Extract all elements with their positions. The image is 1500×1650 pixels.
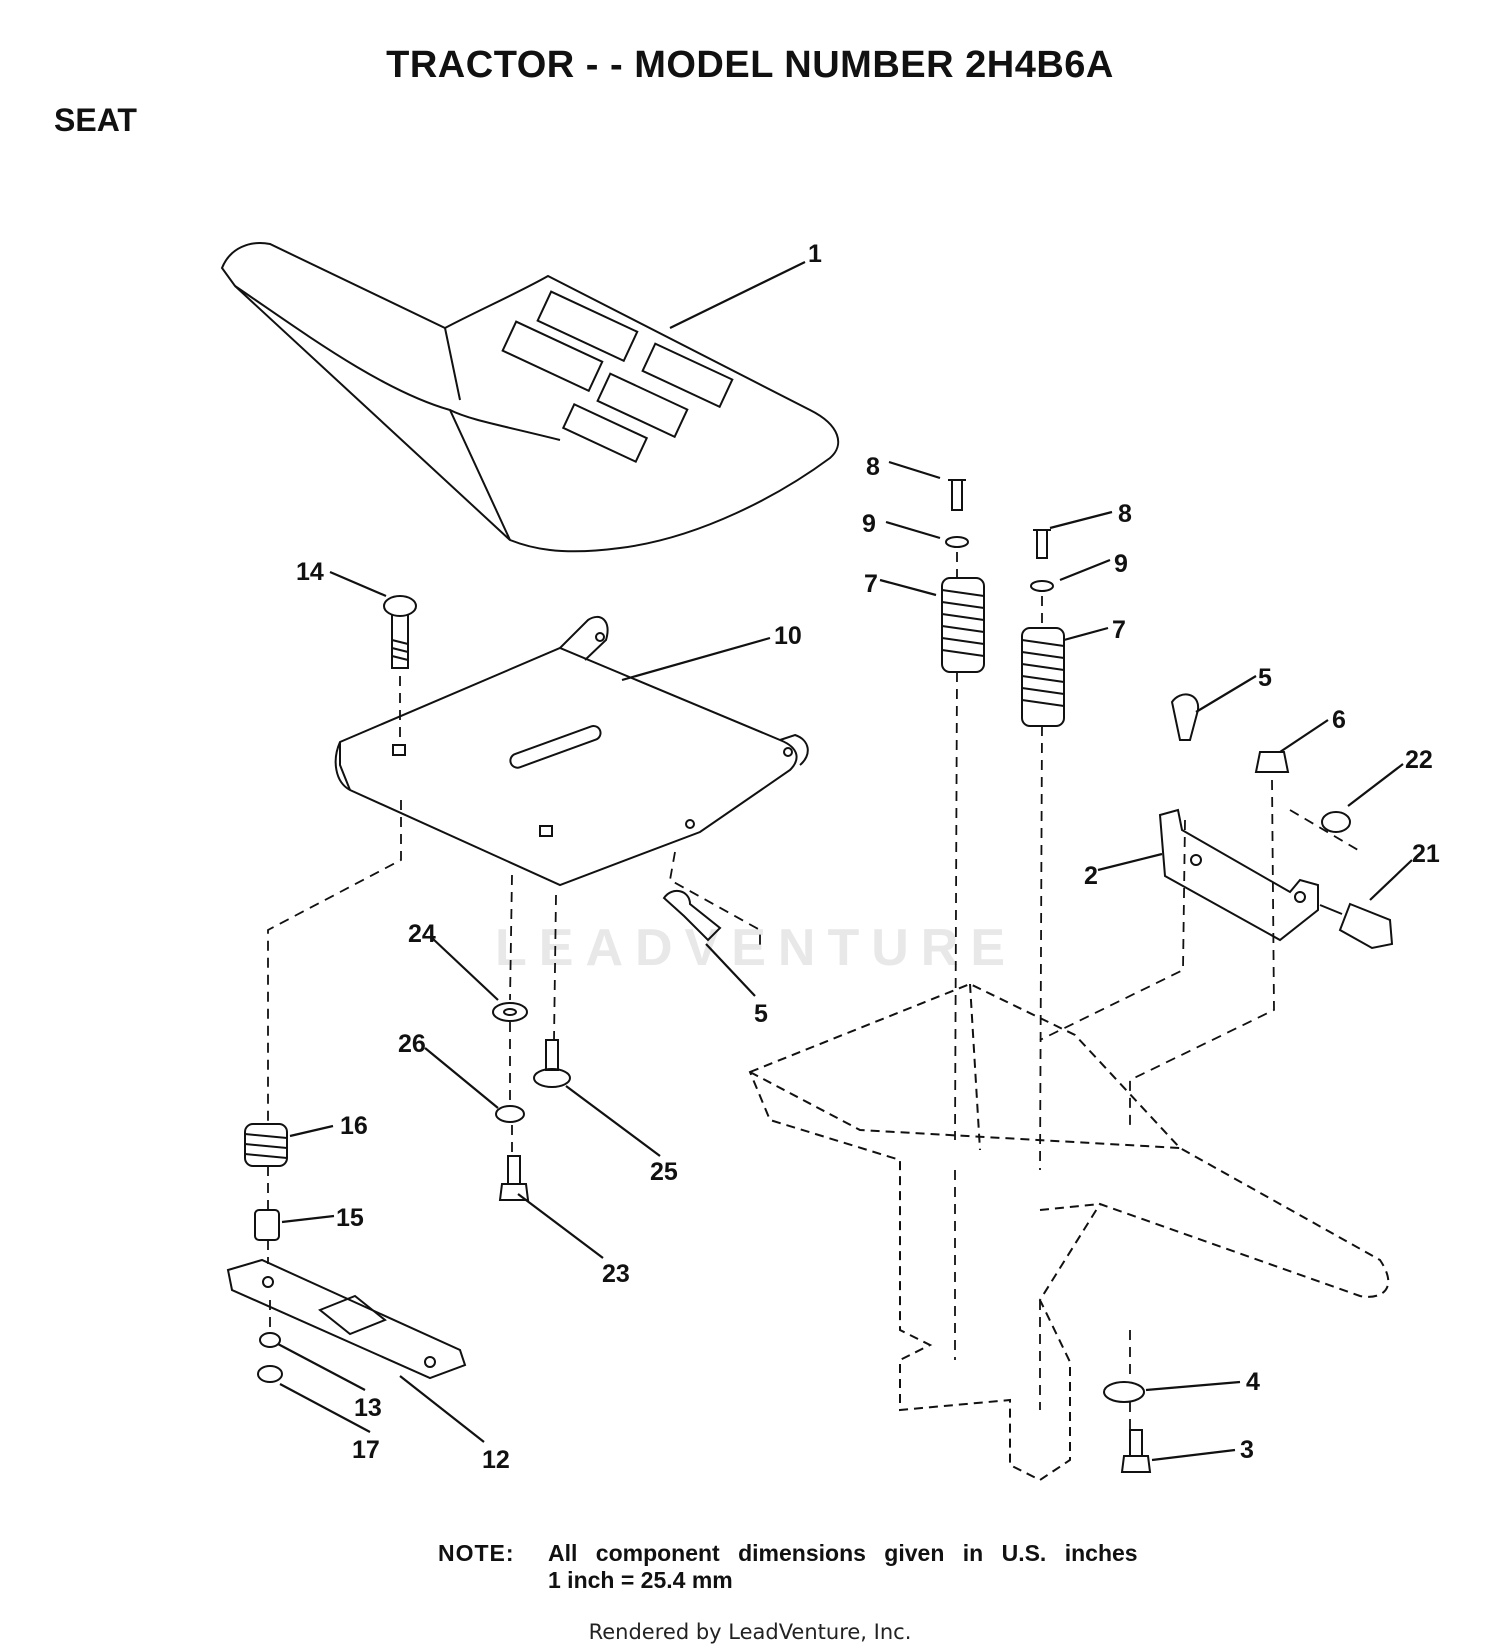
callout-24: 24 [408, 920, 436, 948]
note-line-2: 1 inch = 25.4 mm [548, 1567, 733, 1593]
callout-26: 26 [398, 1030, 426, 1058]
callout-12: 12 [482, 1446, 510, 1474]
callout-7: 7 [864, 570, 878, 598]
callout-8: 8 [866, 453, 880, 481]
callout-9: 9 [862, 510, 876, 538]
seat-cushion [220, 242, 840, 553]
callout-6: 6 [1332, 706, 1346, 734]
callout-labels: 1 8 9 8 9 7 7 14 10 5 6 22 2 21 5 24 26 … [296, 240, 1440, 1474]
tractor-frame [748, 982, 1390, 1482]
slide-assembly [226, 1123, 467, 1383]
watermark: LEADVENTURE [495, 919, 1018, 977]
page-title: TRACTOR - - MODEL NUMBER 2H4B6A [386, 44, 1114, 86]
note-line-1: All component dimensions given in U.S. i… [548, 1540, 1138, 1566]
callout-4: 4 [1246, 1368, 1260, 1396]
callout-leaders [277, 261, 1413, 1462]
seat-bracket-hardware [662, 693, 1394, 950]
callout-8-right: 8 [1118, 500, 1132, 528]
callout-22: 22 [1405, 746, 1433, 774]
callout-14: 14 [296, 558, 324, 586]
callout-2: 2 [1084, 862, 1098, 890]
springs [941, 577, 1065, 727]
bolts-washers [945, 479, 1054, 592]
callout-3: 3 [1240, 1436, 1254, 1464]
callout-5-right: 5 [1258, 664, 1272, 692]
section-heading: SEAT [54, 102, 137, 138]
callout-10: 10 [774, 622, 802, 650]
note-label: NOTE: [438, 1540, 515, 1566]
carriage-bolt [383, 595, 417, 669]
callout-21: 21 [1412, 840, 1440, 868]
small-hardware [492, 1002, 1152, 1473]
callout-15: 15 [336, 1204, 364, 1232]
callout-16: 16 [340, 1112, 368, 1140]
callout-5-left: 5 [754, 1000, 768, 1028]
seat-pan [334, 615, 809, 887]
callout-23: 23 [602, 1260, 630, 1288]
callout-25: 25 [650, 1158, 678, 1186]
callout-13: 13 [354, 1394, 382, 1422]
alignment-lines [267, 552, 1359, 1430]
callout-1: 1 [808, 240, 822, 268]
callout-9-right: 9 [1114, 550, 1128, 578]
footer-credit: Rendered by LeadVenture, Inc. [588, 1620, 912, 1644]
callout-17: 17 [352, 1436, 380, 1464]
callout-7-right: 7 [1112, 616, 1126, 644]
